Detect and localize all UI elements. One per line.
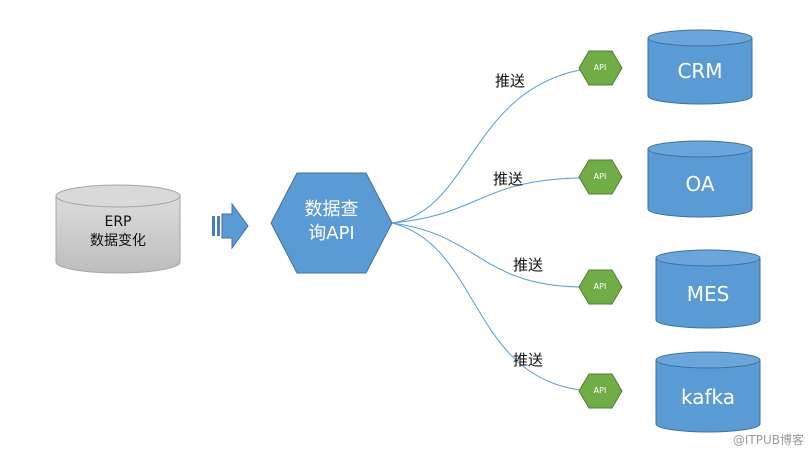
mes-cylinder	[655, 249, 761, 329]
oa-label: OA	[685, 172, 715, 196]
api-label-kafka: API	[593, 386, 607, 395]
connector-crm	[391, 69, 581, 224]
api-hex-oa	[578, 159, 623, 195]
query-api-label: 数据查 询API	[271, 198, 392, 246]
query-api-label-line2: 询API	[308, 223, 355, 244]
connectors	[391, 69, 581, 391]
mes-label: MES	[686, 282, 730, 306]
edge-label-kafka: 推送	[513, 351, 544, 369]
query-api-label-line1: 数据查	[304, 199, 359, 220]
api-hex-crm	[578, 50, 623, 86]
api-label-oa: API	[593, 172, 607, 181]
kafka-cylinder	[655, 351, 761, 433]
api-label-crm: API	[593, 63, 607, 72]
crm-label: CRM	[677, 59, 723, 83]
erp-source-cylinder	[55, 184, 181, 274]
api-hex-mes	[578, 269, 623, 305]
edge-label-mes: 推送	[513, 256, 544, 274]
crm-cylinder	[647, 29, 753, 105]
api-hex-kafka	[578, 373, 623, 409]
erp-label-line1: ERP	[104, 214, 132, 230]
erp-label-line2: 数据变化	[90, 233, 146, 249]
kafka-label: kafka	[680, 385, 735, 409]
watermark: @ITPUB博客	[732, 433, 804, 447]
connector-mes	[391, 222, 581, 288]
flow-arrow	[212, 202, 249, 250]
api-label-mes: API	[593, 282, 607, 291]
oa-cylinder	[647, 140, 753, 218]
edge-label-crm: 推送	[495, 72, 526, 90]
edge-label-oa: 推送	[493, 170, 524, 188]
connector-oa	[391, 177, 581, 224]
connector-kafka	[391, 222, 581, 391]
erp-label: ERP 数据变化	[56, 213, 180, 251]
query-api-hexagon	[270, 172, 393, 274]
